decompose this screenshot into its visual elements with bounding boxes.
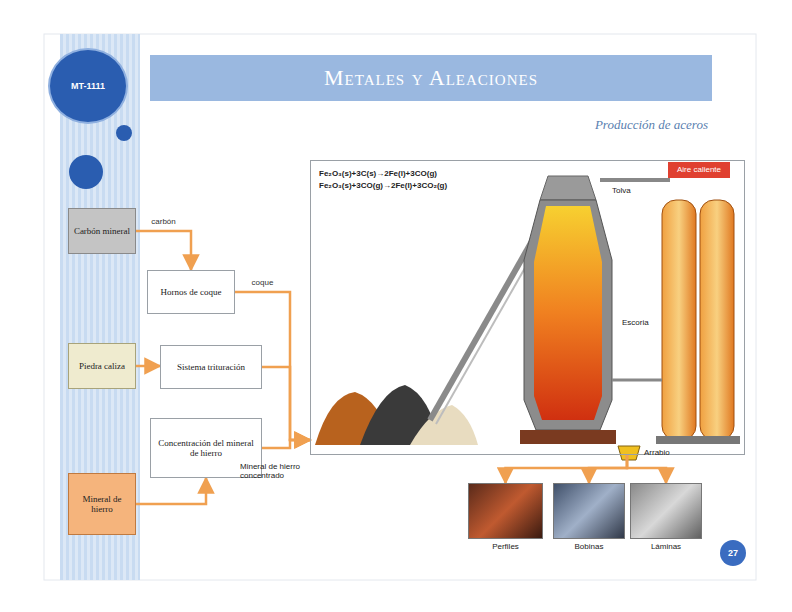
slide-frame	[44, 34, 756, 580]
hot-air-pipe	[612, 379, 662, 382]
callout-box	[668, 162, 730, 178]
deco-circle	[116, 125, 132, 141]
process-box: Sistema trituración	[160, 345, 262, 389]
photo-image	[553, 483, 625, 539]
part-label: Escoria	[622, 318, 658, 327]
photo-image	[468, 483, 543, 539]
hot-stove	[662, 200, 696, 440]
node-text: Láminas	[651, 542, 681, 551]
raw-material-box: Mineral de hierro	[68, 473, 136, 535]
node-text: Fe₂O₃(s)+3C(s)→2Fe(l)+3CO(g)	[319, 169, 437, 178]
slide-title: Metales y Aleaciones	[324, 65, 538, 91]
flow-arrow	[136, 365, 160, 368]
product-photo: Perfiles	[468, 483, 543, 555]
flow-arrow	[627, 455, 666, 483]
furnace-shell	[524, 200, 612, 430]
furnace-hearth	[520, 430, 616, 444]
flow-arrow	[136, 478, 206, 504]
furnace-core	[534, 206, 602, 420]
gas-duct	[600, 178, 670, 182]
furnace-top	[540, 176, 596, 200]
callout-label: Aire caliente	[668, 165, 730, 174]
node-text: Carbón mineral	[74, 226, 130, 236]
subtitle: Producción de aceros	[470, 118, 708, 133]
edge-label: coque	[250, 278, 276, 287]
raw-material-box: Carbón mineral	[68, 208, 136, 254]
stove-base	[656, 436, 740, 444]
part-label: Arrabio	[644, 448, 684, 457]
raw-material-box: Piedra caliza	[68, 343, 136, 389]
flow-arrow	[589, 455, 627, 483]
product-photo: Bobinas	[553, 483, 625, 555]
node-text: Perfiles	[492, 542, 519, 551]
node-text: Mineral de hierro	[73, 494, 131, 515]
page-number: 27	[720, 540, 746, 566]
node-text: MT-1111	[71, 81, 105, 91]
node-text: Sistema trituración	[177, 362, 245, 372]
flow-arrow	[262, 367, 310, 440]
title-band: Metales y Aleaciones	[150, 55, 712, 101]
process-box: Hornos de coque	[147, 270, 235, 314]
flow-arrow	[136, 231, 191, 270]
node-text: Bobinas	[575, 542, 604, 551]
blast-furnace-panel: Fe₂O₃(s)+3C(s)→2Fe(l)+3CO(g) Fe₂O₃(s)+3CO…	[310, 160, 745, 455]
product-photo: Láminas	[630, 483, 702, 555]
node-text: Concentración del mineral de hierro	[155, 438, 257, 459]
node-text: 27	[728, 548, 738, 558]
node-text: Fe₂O₃(s)+3CO(g)→2Fe(l)+3CO₂(g)	[319, 181, 447, 190]
ladle	[618, 446, 640, 460]
logo-circle: MT-1111	[48, 48, 128, 124]
edge-label: carbón	[149, 217, 177, 226]
flow-label: Mineral de hierro concentrado	[240, 462, 306, 480]
panel-ground	[310, 160, 745, 455]
node-text: Hornos de coque	[161, 287, 222, 297]
flow-arrow	[506, 455, 628, 483]
deco-circle	[69, 155, 103, 189]
hot-stove	[700, 200, 734, 440]
photo-image	[630, 483, 702, 539]
flow-arrow	[262, 440, 310, 448]
node-text: Piedra caliza	[79, 361, 125, 371]
part-label: Tolva	[612, 186, 652, 195]
